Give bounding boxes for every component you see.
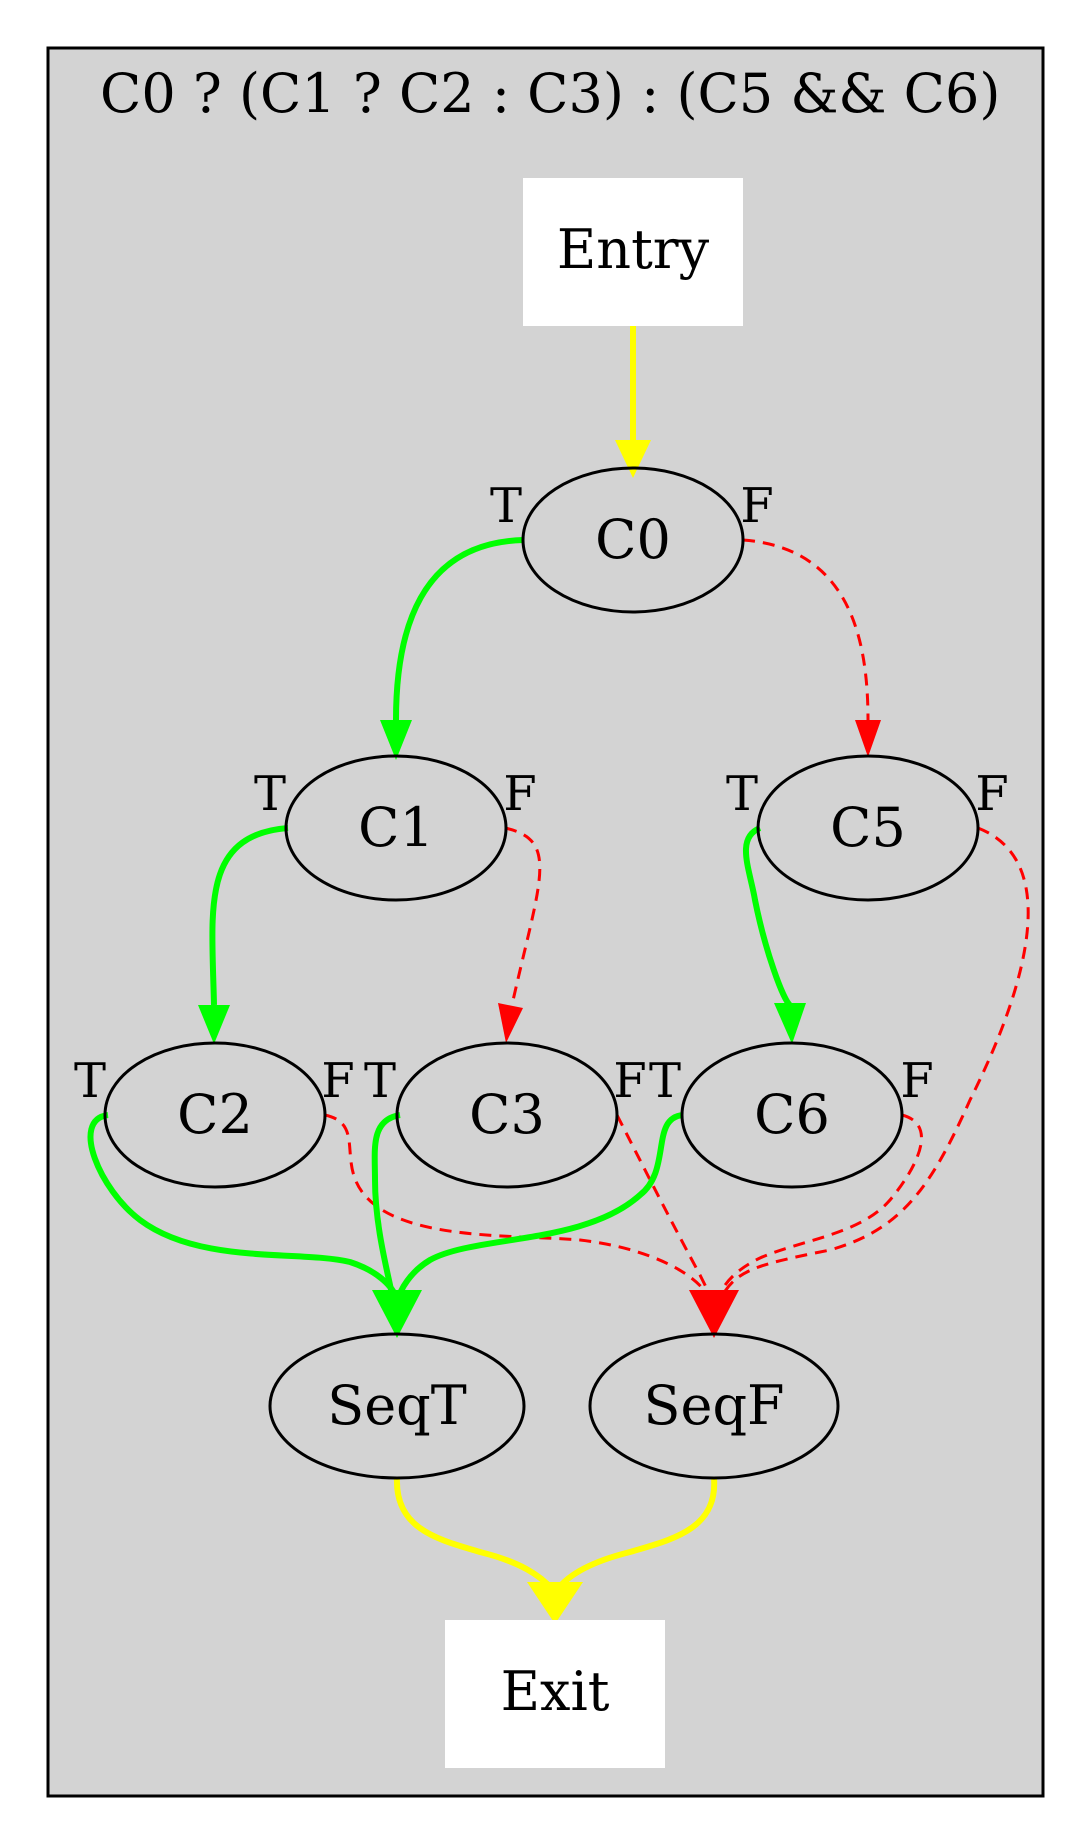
node-c6: C6 T F	[649, 1041, 934, 1189]
edge-c1-true-c2	[198, 825, 289, 1044]
node-c0-label: C0	[595, 508, 671, 571]
node-c5-label: C5	[830, 796, 906, 859]
node-exit: Exit	[445, 1620, 665, 1768]
port-c1-true: T	[254, 766, 286, 822]
node-entry: Entry	[523, 178, 743, 326]
port-c0-true: T	[490, 478, 522, 534]
node-entry-label: Entry	[557, 218, 710, 281]
node-c3-label: C3	[469, 1083, 545, 1146]
node-c5: C5 T F	[726, 754, 1009, 902]
port-c1-false: F	[503, 766, 536, 822]
node-seqt: SeqT	[268, 1332, 526, 1480]
edge-c3-false-seqf	[615, 1114, 714, 1301]
port-c2-true: T	[74, 1053, 106, 1109]
edge-c0-false-c5	[742, 538, 881, 757]
edge-seqf-exit	[554, 1477, 718, 1592]
port-c3-true: T	[364, 1053, 396, 1109]
port-c0-false: F	[740, 478, 773, 534]
port-c5-false: F	[975, 766, 1008, 822]
port-c6-true: T	[649, 1053, 681, 1109]
node-c1: C1 T F	[254, 754, 537, 902]
arrowhead-seqf	[689, 1290, 739, 1338]
port-c6-false: F	[900, 1053, 933, 1109]
edge-c5-false-seqf	[718, 826, 1030, 1301]
edge-c2-true-seqt	[87, 1112, 400, 1301]
node-c2-label: C2	[177, 1083, 253, 1146]
edge-c3-true-seqt	[371, 1112, 401, 1301]
diagram-title: C0 ? (C1 ? C2 : C3) : (C5 && C6)	[100, 62, 1000, 125]
edge-c6-false-seqf	[716, 1113, 923, 1301]
port-c2-false: F	[321, 1053, 354, 1109]
node-c1-label: C1	[358, 796, 434, 859]
edge-seqt-exit	[393, 1477, 556, 1592]
node-c0: C0 T F	[490, 466, 774, 614]
arrowhead-seqt	[372, 1290, 422, 1338]
edge-entry-c0	[615, 325, 651, 478]
node-c3: C3 T F	[364, 1041, 647, 1189]
edge-c5-true-c6	[743, 825, 806, 1044]
node-c6-label: C6	[754, 1083, 830, 1146]
edge-c0-true-c1	[380, 537, 524, 760]
port-c3-false: F	[613, 1053, 646, 1109]
edge-c1-false-c3	[498, 826, 542, 1043]
node-c2: C2 T F	[74, 1041, 355, 1189]
node-seqf-label: SeqF	[644, 1374, 785, 1437]
port-c5-true: T	[726, 766, 758, 822]
node-exit-label: Exit	[501, 1660, 610, 1723]
edge-c2-false-seqf	[324, 1113, 712, 1301]
edge-c6-true-seqt	[395, 1112, 684, 1301]
node-seqf: SeqF	[588, 1332, 840, 1480]
arrowhead-exit	[527, 1582, 583, 1624]
node-seqt-label: SeqT	[327, 1374, 467, 1437]
